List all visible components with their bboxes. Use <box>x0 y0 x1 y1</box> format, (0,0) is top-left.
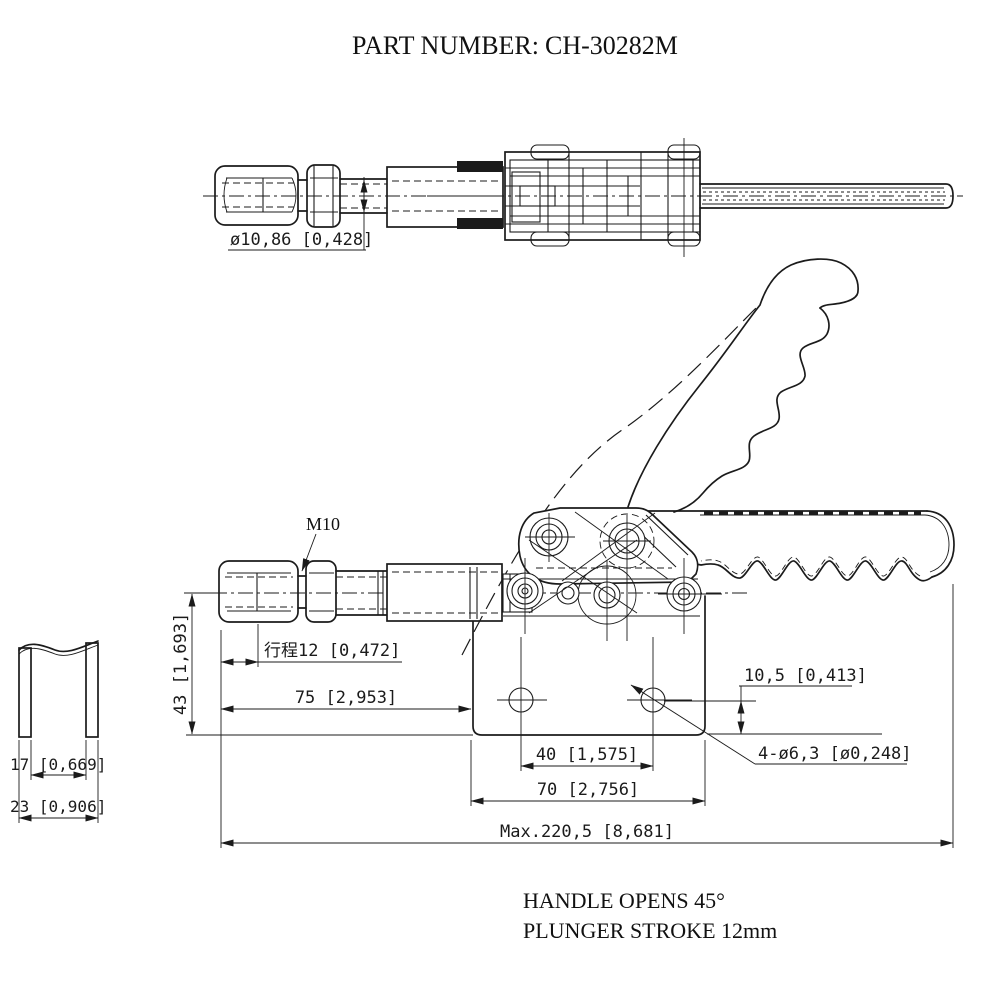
handle-grip-wave <box>685 560 933 582</box>
stroke-text: 行程12 [0,472] <box>264 641 400 661</box>
spindle-to-base-text: 75 [2,953] <box>295 688 397 708</box>
dimension-hole-spacing: 40 [1,575] <box>520 724 654 771</box>
dimension-hole-edge-distance: 10,5 [0,413] <box>664 666 882 735</box>
dimension-channel-outer-width: 23 [0,906] <box>10 740 106 823</box>
hole-edge-distance-text: 10,5 [0,413] <box>744 666 867 686</box>
top-handle-bar <box>699 183 954 209</box>
dimension-spindle-diameter: ø10,86 [0,428] <box>228 177 373 251</box>
height-text: 43 [1,693] <box>171 613 191 715</box>
overall-length-text: Max.220,5 [8,681] <box>500 822 674 842</box>
end-view: 17 [0,669] 23 [0,906] <box>10 640 106 823</box>
note-handle-opens: HANDLE OPENS 45° <box>523 888 725 913</box>
top-band-upper <box>457 161 503 172</box>
part-number-value: CH-30282M <box>545 31 678 60</box>
channel-inner-width-text: 17 [0,669] <box>10 755 106 774</box>
side-view: M10 <box>171 258 955 848</box>
pivot-mechanism <box>502 507 722 641</box>
dimension-base-length: 70 [2,756] <box>470 740 706 806</box>
top-hex-nut <box>214 165 299 226</box>
top-body <box>504 138 701 257</box>
side-spindle <box>218 560 503 623</box>
note-plunger-stroke: PLUNGER STROKE 12mm <box>523 918 777 943</box>
handle-open-position <box>461 258 859 656</box>
mounting-holes-callout: 4-ø6,3 [ø0,248] <box>630 684 912 765</box>
dimension-stroke: 行程12 [0,472] <box>220 624 402 667</box>
channel-wall-right <box>85 642 99 738</box>
mounting-holes-text: 4-ø6,3 [ø0,248] <box>758 744 912 764</box>
thread-label: M10 <box>306 514 340 534</box>
top-band-lower <box>457 218 503 229</box>
base-length-text: 70 [2,756] <box>537 780 639 800</box>
hole-spacing-text: 40 [1,575] <box>536 745 638 765</box>
channel-wall-left <box>18 647 32 738</box>
dimension-height: 43 [1,693] <box>171 592 473 736</box>
thread-callout: M10 <box>301 514 340 572</box>
top-view: ø10,86 [0,428] <box>203 138 963 257</box>
dimension-overall-length: Max.220,5 [8,681] <box>220 584 954 848</box>
channel-outer-width-text: 23 [0,906] <box>10 797 106 816</box>
spindle-diameter-text: ø10,86 [0,428] <box>230 230 373 250</box>
dimension-channel-inner-width: 17 [0,669] <box>10 740 106 780</box>
dimension-spindle-to-base: 75 [2,953] <box>220 630 472 848</box>
top-plunger-housing <box>386 161 504 229</box>
part-number-label: PART NUMBER: <box>352 31 539 60</box>
notes: HANDLE OPENS 45° PLUNGER STROKE 12mm <box>523 888 777 943</box>
top-jam-nut <box>306 164 341 228</box>
